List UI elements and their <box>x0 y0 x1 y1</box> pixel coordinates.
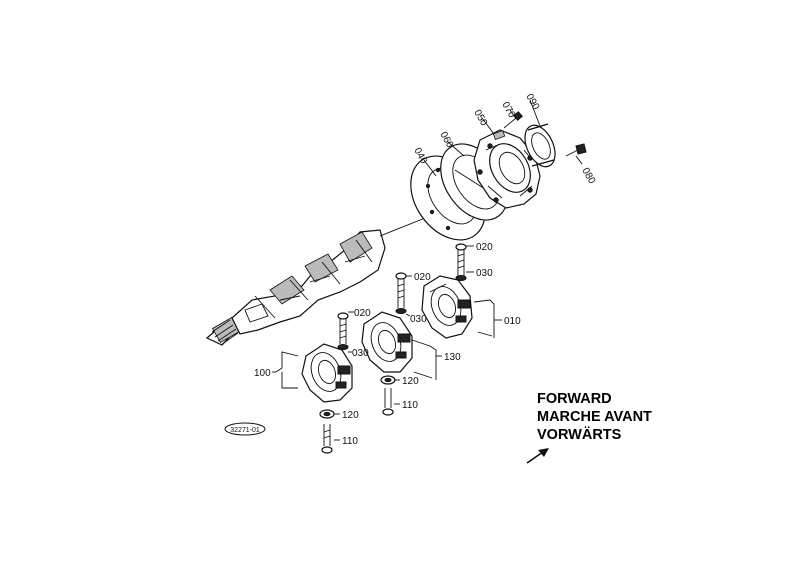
callout-010: 010 <box>504 316 521 327</box>
leader-lines <box>272 99 583 441</box>
direction-legend: FORWARD MARCHE AVANT VORWÄRTS <box>526 391 652 464</box>
callout-090: 090 <box>523 92 541 112</box>
callout-120-left: 120 <box>342 410 359 421</box>
callout-080: 080 <box>579 166 597 186</box>
bolt-020-middle <box>395 272 407 314</box>
callout-110-left: 110 <box>342 436 358 447</box>
reference-stamp: 32271-01 <box>224 422 266 436</box>
oil-seal-090 <box>524 123 556 168</box>
callout-100: 100 <box>254 368 271 379</box>
crankshaft <box>205 211 441 346</box>
bolt-020-right <box>455 243 467 281</box>
callout-050: 050 <box>471 108 489 128</box>
direction-vorwarts: VORWÄRTS <box>537 426 622 443</box>
callout-020-middle: 020 <box>414 272 431 283</box>
washer-120-right <box>380 375 396 385</box>
bolt-020-left <box>337 312 349 350</box>
callout-130: 130 <box>444 352 461 363</box>
stamp-text: 32271-01 <box>230 427 260 434</box>
forward-arrow-icon <box>538 448 549 457</box>
bolt-110-left <box>321 424 333 454</box>
direction-forward: FORWARD <box>537 391 612 407</box>
rear-housing-050 <box>473 111 541 209</box>
callout-020-left: 020 <box>354 308 371 319</box>
bearing-case-100 <box>275 343 353 403</box>
bearing-case-130 <box>361 311 437 380</box>
callout-120-right: 120 <box>402 376 419 387</box>
bolt-110-right <box>382 388 394 416</box>
forward-arrow-shaft <box>526 451 544 464</box>
callout-030-middle: 030 <box>410 314 427 325</box>
callout-020-right: 020 <box>476 242 493 253</box>
bearing-case-010 <box>421 275 495 339</box>
callout-030-right: 030 <box>476 268 493 279</box>
callout-030-left: 030 <box>352 348 369 359</box>
bolt-080 <box>565 143 587 157</box>
washer-120-left <box>319 409 335 419</box>
callout-110-right: 110 <box>402 400 418 411</box>
direction-marche-avant: MARCHE AVANT <box>537 409 652 425</box>
